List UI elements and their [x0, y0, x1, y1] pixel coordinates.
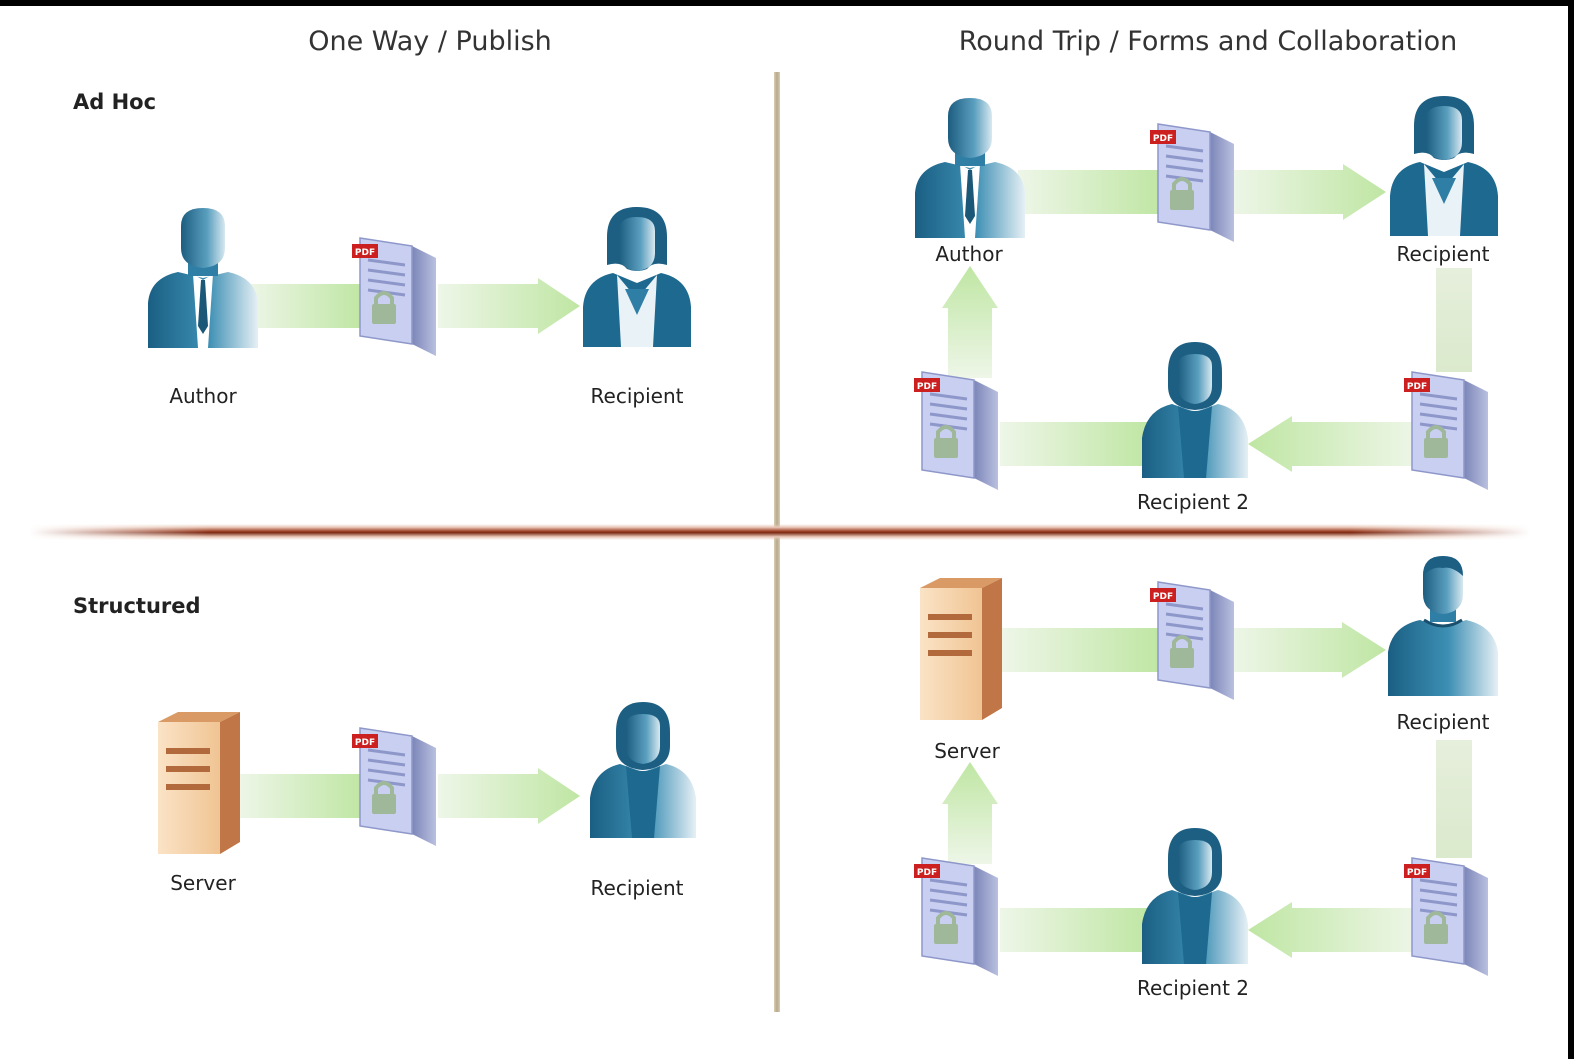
column-title-one-way: One Way / Publish	[308, 26, 552, 57]
recipient-icon	[1388, 556, 1498, 696]
pdf-document-icon: PDF	[352, 727, 436, 846]
pdf-badge: PDF	[1153, 592, 1173, 602]
label-recipient: Recipient	[590, 876, 684, 900]
author-icon	[148, 208, 258, 348]
pdf-badge: PDF	[917, 382, 937, 392]
pdf-document-icon: PDF	[914, 857, 998, 976]
pdf-document-icon: PDF	[1150, 581, 1234, 700]
recipient-icon	[590, 702, 696, 838]
vertical-divider	[774, 72, 780, 1012]
flow-connector	[1436, 268, 1472, 372]
label-recipient-2: Recipient 2	[1136, 490, 1250, 514]
flow-arrow	[942, 762, 998, 864]
pdf-badge: PDF	[355, 738, 375, 748]
recipient-icon	[583, 207, 691, 347]
flow-connector	[1436, 740, 1472, 858]
row-title-structured: Structured	[73, 594, 201, 618]
label-recipient-2: Recipient 2	[1136, 976, 1250, 1000]
flow-arrow	[1002, 622, 1386, 678]
pdf-badge: PDF	[917, 868, 937, 878]
flow-arrow	[1000, 902, 1418, 958]
label-author: Author	[169, 384, 237, 408]
label-recipient: Recipient	[1396, 242, 1490, 266]
pdf-badge: PDF	[1407, 868, 1427, 878]
flow-arrow	[1018, 164, 1386, 220]
pdf-document-icon: PDF	[352, 237, 436, 356]
label-server: Server	[170, 871, 236, 895]
pdf-badge: PDF	[1153, 134, 1173, 144]
horizontal-divider	[30, 524, 1530, 540]
pdf-document-icon: PDF	[914, 371, 998, 490]
row-title-ad-hoc: Ad Hoc	[73, 90, 157, 114]
server-icon	[158, 712, 240, 854]
pdf-badge: PDF	[1407, 382, 1427, 392]
label-author: Author	[935, 242, 1003, 266]
label-recipient: Recipient	[590, 384, 684, 408]
pdf-badge: PDF	[355, 248, 375, 258]
recipient-2-icon	[1142, 342, 1248, 478]
pdf-document-icon: PDF	[1150, 123, 1234, 242]
recipient-icon	[1390, 96, 1498, 236]
pdf-document-icon: PDF	[1404, 371, 1488, 490]
flow-arrow	[238, 768, 580, 824]
server-icon	[920, 578, 1002, 720]
flow-arrow	[248, 278, 580, 334]
flow-arrow	[1000, 416, 1418, 472]
column-title-round-trip: Round Trip / Forms and Collaboration	[958, 26, 1458, 57]
label-recipient: Recipient	[1396, 710, 1490, 734]
flow-arrow	[942, 266, 998, 378]
author-icon	[915, 98, 1025, 238]
pdf-document-icon: PDF	[1404, 857, 1488, 976]
label-server: Server	[934, 739, 1000, 763]
recipient-2-icon	[1142, 828, 1248, 964]
